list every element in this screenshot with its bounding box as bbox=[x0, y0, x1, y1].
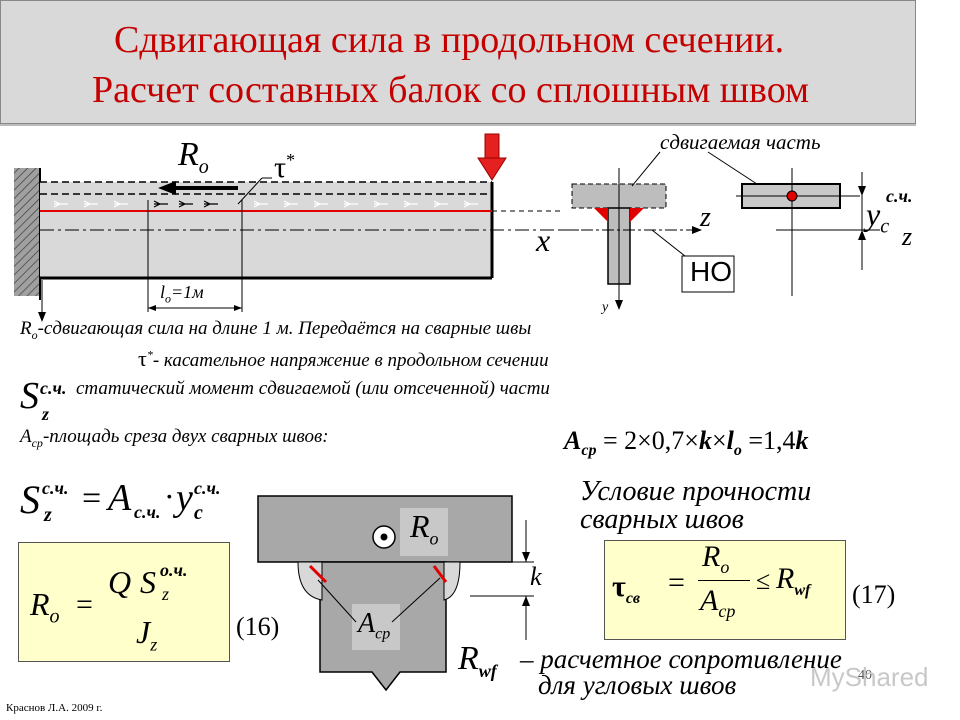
axis-y-label: y bbox=[602, 300, 609, 315]
formula-17-box bbox=[604, 540, 846, 640]
formula-16-J: Jz bbox=[136, 614, 158, 655]
title-line-2: Расчет составных балок со сплошным швом bbox=[92, 69, 810, 111]
formula-s-A: A bbox=[108, 477, 132, 519]
page-number: 40 bbox=[858, 668, 872, 683]
formula-17-A: Aср bbox=[700, 584, 736, 621]
formula-16-R: Ro bbox=[30, 586, 60, 628]
yc-label: yc bbox=[866, 196, 890, 238]
force-label: Ro bbox=[178, 136, 209, 178]
shear-area-label-bg bbox=[352, 604, 400, 650]
formula-17-Rwf: Rwf bbox=[776, 562, 811, 599]
formula-17-R: Ro bbox=[702, 540, 730, 577]
formula-s-sup: с.ч. bbox=[42, 478, 69, 498]
shifted-part-caption: сдвигаемая часть bbox=[660, 130, 821, 154]
desc-line-3: статический момент сдвигаемой (или отсеч… bbox=[76, 378, 550, 399]
formula-s-y-sup: с.ч. bbox=[194, 478, 221, 498]
formula-17-tau: τсв bbox=[612, 570, 641, 607]
tau-arrows bbox=[53, 200, 478, 208]
title-banner: Сдвигающая сила в продольном сечении. Ра… bbox=[0, 0, 916, 124]
author-credit: Краснов Л.А. 2009 г. bbox=[6, 702, 103, 714]
desc-line-3-sup: с.ч. bbox=[40, 378, 67, 398]
axis-z-label-2: z bbox=[902, 222, 913, 251]
formula-16-Q: Q bbox=[108, 564, 132, 600]
formula-16-S: S bbox=[140, 564, 156, 600]
weld-area-label: Aср bbox=[358, 608, 391, 643]
formula-s-y: y bbox=[176, 477, 193, 519]
centroid-marker bbox=[786, 190, 798, 202]
formula-16-eq: = bbox=[76, 588, 93, 621]
axis-z-label-1: z bbox=[700, 202, 711, 233]
formula-shear-area: Aср = 2×0,7×k×lo =1,4k bbox=[564, 426, 809, 460]
weld-force-label: Ro bbox=[410, 508, 439, 549]
wall-support bbox=[14, 168, 40, 296]
condition-line-2: сварных швов bbox=[580, 504, 744, 535]
shifted-part-label: с.ч. bbox=[886, 186, 913, 206]
desc-line-3-sub: z bbox=[42, 404, 50, 424]
formula-s-A-sub: с.ч. bbox=[134, 502, 161, 522]
neutral-axis-label: НО bbox=[690, 256, 732, 287]
neutral-axis-box bbox=[681, 255, 735, 293]
desc-line-4: Aср-площадь среза двух сварных швов: bbox=[20, 426, 329, 450]
title-line-1: Сдвигающая сила в продольном сечении. bbox=[114, 19, 785, 61]
desc-line-3-symbol: S bbox=[20, 375, 39, 417]
length-label: lo=1м bbox=[160, 282, 204, 306]
formula-s-y-sub: c bbox=[194, 502, 203, 524]
weld-right bbox=[630, 208, 644, 222]
axis-x-label: x bbox=[536, 222, 551, 258]
rwf-line-1: – расчетное сопротивление bbox=[520, 644, 842, 674]
formula-static-moment: S bbox=[20, 477, 40, 522]
rwf-symbol: Rwf bbox=[458, 640, 497, 681]
formula-16-S-sub: z bbox=[162, 584, 170, 604]
formula-s-eq: = bbox=[82, 480, 102, 517]
formula-s-dot: · bbox=[164, 478, 175, 514]
desc-line-2: τ*- касательное напряжение в продольном … bbox=[138, 346, 549, 371]
condition-line-1: Условие прочности bbox=[580, 476, 812, 507]
formula-s-sub: z bbox=[44, 504, 52, 526]
formula-16-S-sup: о.ч. bbox=[160, 560, 188, 580]
formula-17-number: (17) bbox=[852, 580, 896, 609]
watermark: MyShared bbox=[810, 662, 929, 692]
desc-line-1: Ro-сдвигающая сила на длине 1 м. Передаё… bbox=[20, 318, 532, 342]
formula-16-box bbox=[18, 542, 230, 662]
formula-17-eq: = bbox=[668, 566, 685, 599]
formula-16-number: (16) bbox=[236, 612, 280, 641]
weld-left bbox=[594, 208, 608, 222]
formula-17-le: ≤ bbox=[756, 566, 771, 595]
weld-leg-label: k bbox=[530, 562, 542, 591]
tau-label: τ* bbox=[274, 150, 296, 184]
load-arrow bbox=[477, 157, 507, 181]
rwf-line-2: для угловых швов bbox=[538, 670, 737, 700]
formula-17-fraction-bar bbox=[698, 580, 750, 581]
